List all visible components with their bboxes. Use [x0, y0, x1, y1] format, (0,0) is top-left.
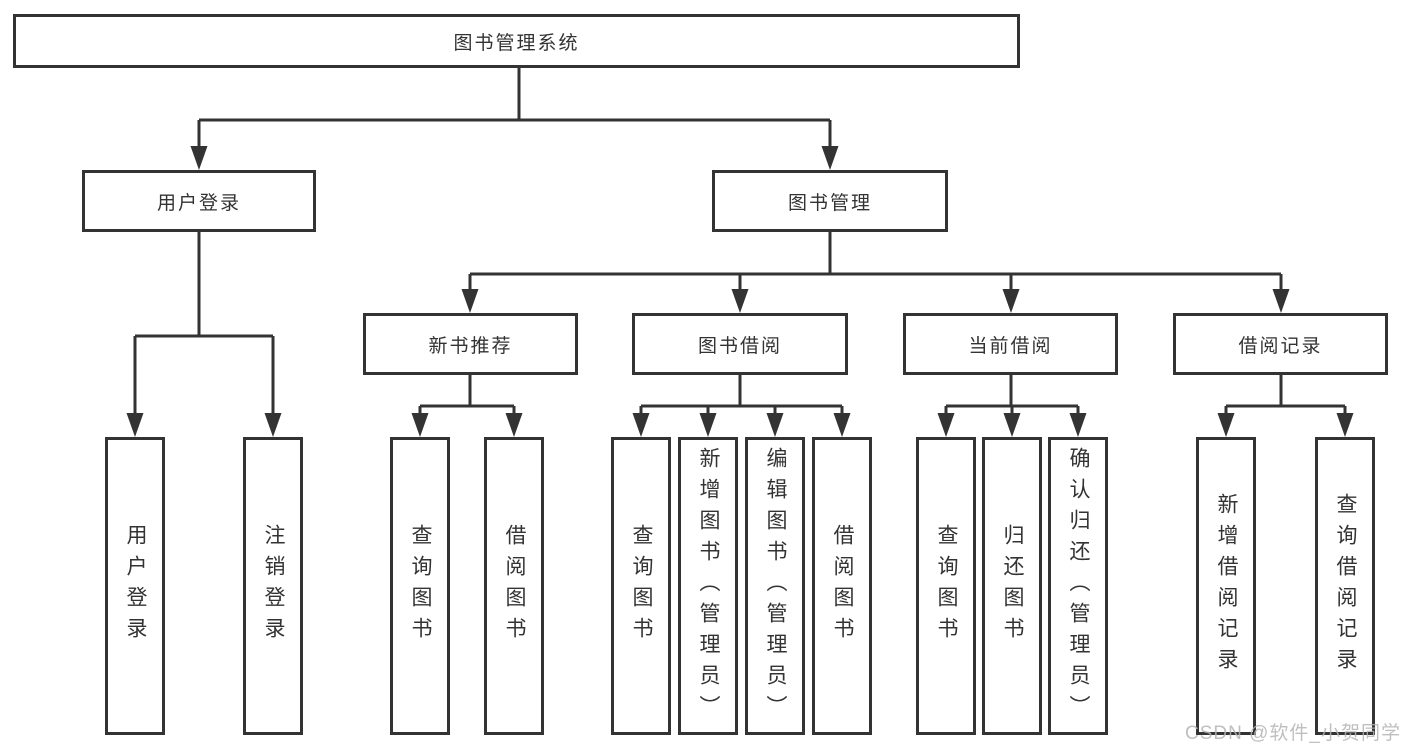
node-root: 图书管理系统	[13, 14, 1020, 68]
leaf-add-borrow-record: 新增借阅记录	[1196, 437, 1256, 735]
leaf-query-books-current: 查询图书	[916, 437, 976, 735]
leaf-query-books-recommend: 查询图书	[390, 437, 450, 735]
arrowheads	[126, 146, 1354, 437]
leaf-borrow-books: 借阅图书	[812, 437, 872, 735]
leaf-return-books: 归还图书	[982, 437, 1042, 735]
node-book-borrow: 图书借阅	[632, 313, 848, 375]
node-book-management: 图书管理	[712, 170, 948, 232]
leaf-edit-book-admin: 编辑图书（管理员）	[745, 437, 805, 735]
node-borrow-records: 借阅记录	[1173, 313, 1388, 375]
leaf-user-login: 用户登录	[105, 437, 165, 735]
leaf-query-borrow-record: 查询借阅记录	[1315, 437, 1375, 735]
leaf-add-book-admin: 新增图书（管理员）	[678, 437, 738, 735]
leaf-borrow-books-recommend: 借阅图书	[484, 437, 544, 735]
node-user-login: 用户登录	[82, 170, 316, 232]
watermark-text: CSDN @软件_小贺同学	[1185, 723, 1401, 744]
leaf-confirm-return-admin: 确认归还（管理员）	[1048, 437, 1108, 735]
node-new-book-recommend: 新书推荐	[363, 313, 578, 375]
node-current-borrow: 当前借阅	[903, 313, 1118, 375]
leaf-logout: 注销登录	[243, 437, 303, 735]
leaf-query-books-borrow: 查询图书	[611, 437, 671, 735]
